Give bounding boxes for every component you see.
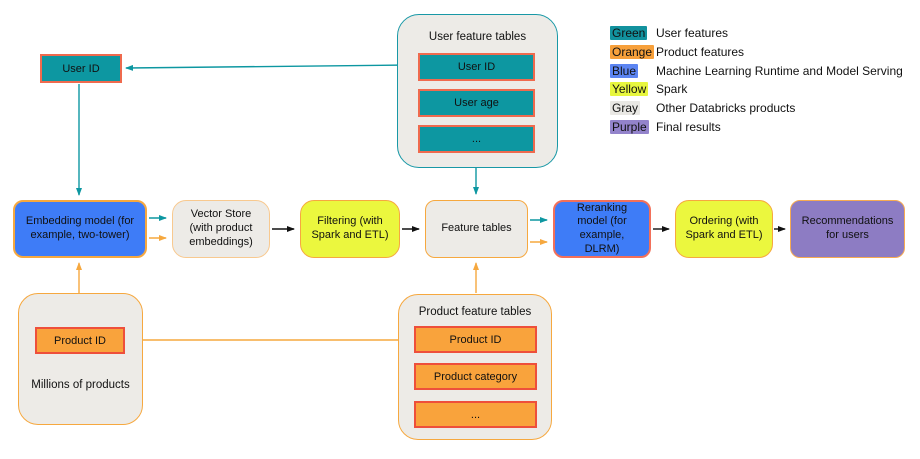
millions-of-products-group: Product ID Millions of products bbox=[18, 293, 143, 425]
ordering-node: Ordering (with Spark and ETL) bbox=[675, 200, 773, 258]
recommendations-node: Recommendations for users bbox=[790, 200, 905, 258]
user-feature-row-ellipsis: ... bbox=[418, 125, 535, 153]
user-feature-row-label: ... bbox=[471, 133, 482, 145]
legend-row-blue: Blue Machine Learning Runtime and Model … bbox=[610, 61, 903, 80]
legend-label: Other Databricks products bbox=[656, 101, 796, 116]
legend-swatch-orange: Orange bbox=[610, 45, 655, 60]
legend-row-orange: Orange Product features bbox=[610, 43, 903, 62]
legend-row-green: Green User features bbox=[610, 24, 903, 43]
legend-label: Product features bbox=[656, 45, 745, 60]
embedding-model-label: Embedding model (for example, two-tower) bbox=[25, 215, 135, 241]
legend-row-gray: Gray Other Databricks products bbox=[610, 99, 903, 118]
user-feature-row-user-id: User ID bbox=[418, 53, 535, 81]
filtering-node: Filtering (with Spark and ETL) bbox=[300, 200, 400, 258]
user-id-source-box: User ID bbox=[40, 54, 122, 83]
vector-store-label: Vector Store (with product embeddings) bbox=[189, 208, 253, 248]
product-feature-row-ellipsis: ... bbox=[414, 401, 537, 428]
product-feature-tables-group: Product feature tables Product ID Produc… bbox=[398, 294, 552, 440]
feature-tables-label: Feature tables bbox=[441, 222, 512, 235]
arrow-userid-bidirectional bbox=[125, 62, 411, 71]
ordering-label: Ordering (with Spark and ETL) bbox=[685, 215, 763, 241]
millions-of-products-label: Millions of products bbox=[31, 379, 130, 391]
legend-label: Final results bbox=[656, 119, 721, 134]
product-feature-row-product-id: Product ID bbox=[414, 326, 537, 353]
legend-swatch-yellow: Yellow bbox=[610, 82, 649, 97]
recommendations-label: Recommendations for users bbox=[801, 215, 894, 241]
user-id-source-label: User ID bbox=[62, 62, 100, 75]
product-feature-row-label: Product category bbox=[433, 370, 518, 383]
legend-label: User features bbox=[656, 26, 729, 41]
user-feature-tables-group: User feature tables User ID User age ... bbox=[397, 14, 558, 168]
product-feature-row-label: Product ID bbox=[449, 333, 502, 346]
legend: Green User features Orange Product featu… bbox=[610, 24, 903, 136]
filtering-label: Filtering (with Spark and ETL) bbox=[311, 215, 389, 241]
legend-swatch-blue: Blue bbox=[610, 63, 639, 78]
reranking-model-label: Reranking model (for example, DLRM) bbox=[576, 201, 628, 255]
legend-swatch-green: Green bbox=[610, 26, 648, 41]
vector-store-node: Vector Store (with product embeddings) bbox=[172, 200, 270, 258]
reranking-model-node: Reranking model (for example, DLRM) bbox=[553, 200, 651, 258]
user-feature-row-label: User ID bbox=[457, 61, 496, 73]
legend-swatch-gray: Gray bbox=[610, 101, 641, 116]
legend-row-purple: Purple Final results bbox=[610, 117, 903, 136]
product-id-source-label: Product ID bbox=[54, 334, 106, 347]
feature-tables-node: Feature tables bbox=[425, 200, 528, 258]
embedding-model-node: Embedding model (for example, two-tower) bbox=[13, 200, 147, 258]
product-feature-tables-title: Product feature tables bbox=[418, 306, 532, 318]
user-feature-row-user-age: User age bbox=[418, 89, 535, 117]
legend-swatch-purple: Purple bbox=[610, 119, 649, 134]
legend-label: Machine Learning Runtime and Model Servi… bbox=[656, 63, 903, 78]
legend-row-yellow: Yellow Spark bbox=[610, 80, 903, 99]
legend-label: Spark bbox=[656, 82, 688, 97]
product-feature-row-product-category: Product category bbox=[414, 363, 537, 390]
product-id-source-box: Product ID bbox=[35, 327, 125, 354]
user-feature-tables-title: User feature tables bbox=[428, 31, 527, 43]
user-feature-row-label: User age bbox=[454, 97, 499, 109]
product-feature-row-label: ... bbox=[470, 408, 481, 421]
